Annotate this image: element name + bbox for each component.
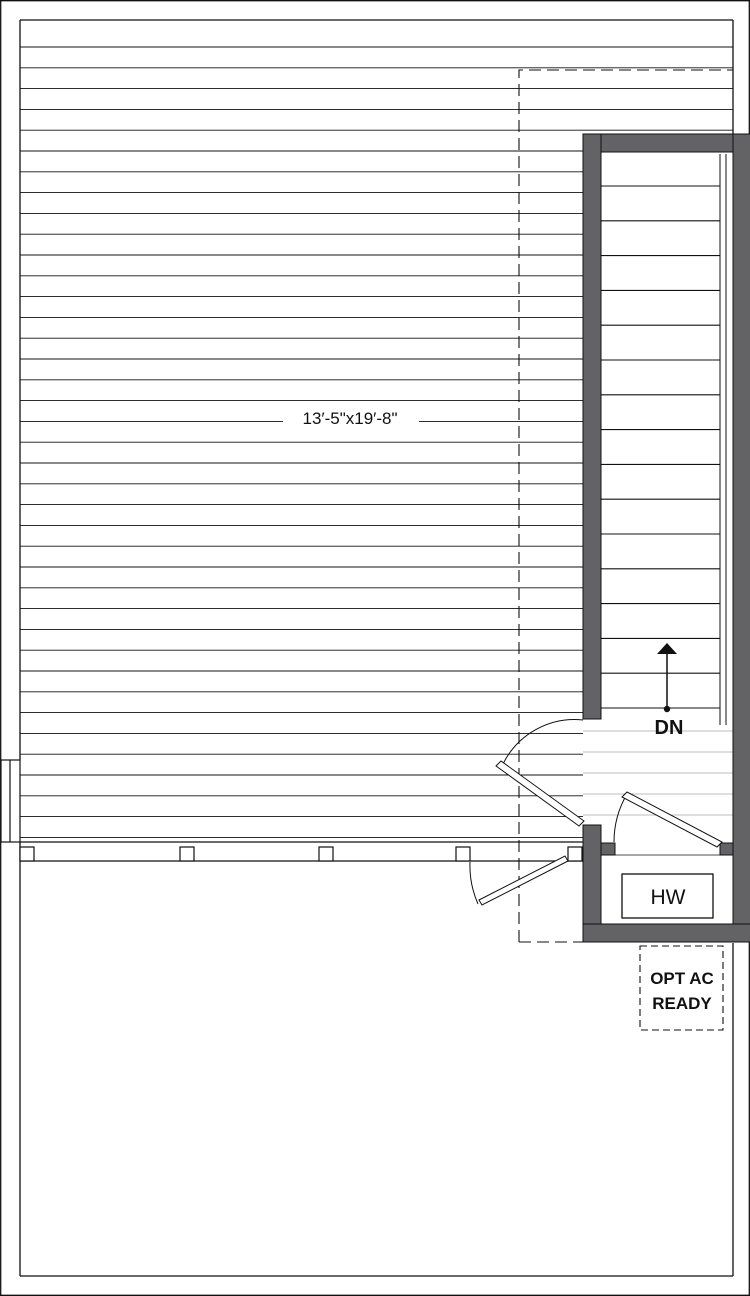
stair-handrail [719,154,727,725]
stair-direction-arrow [657,643,677,713]
ac-label-line2: READY [652,994,712,1013]
inner-wall-outline [19,19,734,1277]
water-heater-label: HW [651,886,686,909]
door-swings [469,719,723,906]
guard-rail [19,841,583,862]
side-window [0,759,21,843]
dashed-outline [518,69,733,943]
room-dimension-label: 13′-5"x19′-8" [303,409,398,428]
dimension-label-backdrop [283,404,419,430]
landing-lines [583,730,733,816]
stair-treads [601,185,720,709]
water-heater-box [621,873,714,919]
ac-pad-outline [639,945,724,1031]
stair-well [601,152,720,720]
stair-down-label: DN [655,717,684,739]
floor-plank-lines [20,46,733,838]
stair-walls [582,133,750,943]
ac-label-line1: OPT AC [650,969,714,988]
